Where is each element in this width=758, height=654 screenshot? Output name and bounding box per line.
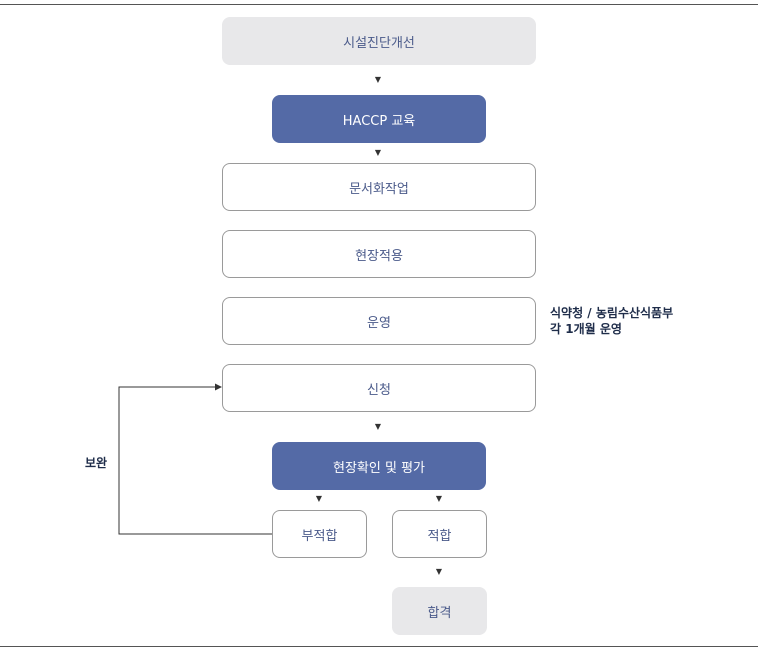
bottom-rule — [0, 646, 758, 647]
node-request: 신청 — [222, 364, 536, 412]
node-apply: 현장적용 — [222, 230, 536, 278]
feedback-label: 보완 — [85, 456, 108, 470]
arrow-down-icon: ▼ — [435, 494, 443, 503]
node-facility: 시설진단개선 — [222, 17, 536, 65]
operate-note-line2: 각 1개월 운영 — [550, 322, 622, 336]
top-rule — [0, 4, 758, 5]
node-haccp: HACCP 교육 — [272, 95, 486, 143]
arrow-down-icon: ▼ — [374, 422, 382, 431]
node-certified: 합격 — [392, 587, 487, 635]
operate-note-line1: 식약청 / 농림수산식품부 — [550, 306, 674, 320]
arrow-down-icon: ▼ — [374, 148, 382, 157]
arrow-down-icon: ▼ — [435, 567, 443, 576]
node-operate: 운영 — [222, 297, 536, 345]
arrow-down-icon: ▼ — [315, 494, 323, 503]
arrow-down-icon: ▼ — [374, 75, 382, 84]
node-inspect: 현장확인 및 평가 — [272, 442, 486, 490]
node-pass: 적합 — [392, 510, 487, 558]
node-fail: 부적합 — [272, 510, 367, 558]
node-docs: 문서화작업 — [222, 163, 536, 211]
arrow-right-icon — [215, 383, 222, 391]
